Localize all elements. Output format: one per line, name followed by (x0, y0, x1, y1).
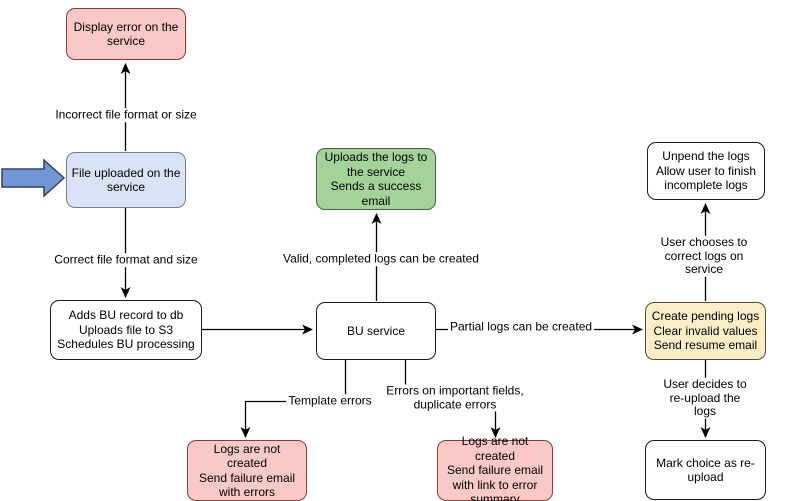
node-mark-reupload[interactable]: Mark choice as re- upload (645, 440, 766, 500)
node-file-uploaded[interactable]: File uploaded on the service (66, 152, 186, 208)
edge-label-user-corrects: User chooses to correct logs on service (655, 235, 753, 277)
edge-label-incorrect-file: Incorrect file format or size (53, 107, 199, 122)
edge-label-field-errors: Errors on important fields, duplicate er… (384, 383, 526, 412)
edge-label-user-reuploads: User decides to re-upload the logs (657, 377, 753, 419)
node-upload-success[interactable]: Uploads the logs to the service Sends a … (316, 148, 436, 210)
node-display-error[interactable]: Display error on the service (66, 8, 186, 60)
edge-label-template-errors: Template errors (286, 393, 374, 408)
node-unpend-logs[interactable]: Unpend the logs Allow user to finish inc… (647, 142, 765, 200)
edge-label-valid-logs: Valid, completed logs can be created (281, 251, 481, 266)
entry-block-arrow (1, 158, 66, 198)
node-bu-service[interactable]: BU service (316, 302, 436, 360)
edge-label-correct-file: Correct file format and size (52, 252, 200, 267)
node-create-pending[interactable]: Create pending logs Clear invalid values… (645, 302, 766, 360)
node-adds-bu-record[interactable]: Adds BU record to db Uploads file to S3 … (50, 300, 202, 360)
node-logs-not-created-errors[interactable]: Logs are not created Send failure email … (187, 440, 307, 501)
edge-label-partial-logs: Partial logs can be created (447, 319, 595, 334)
node-logs-not-created-summary[interactable]: Logs are not created Send failure email … (437, 434, 553, 501)
